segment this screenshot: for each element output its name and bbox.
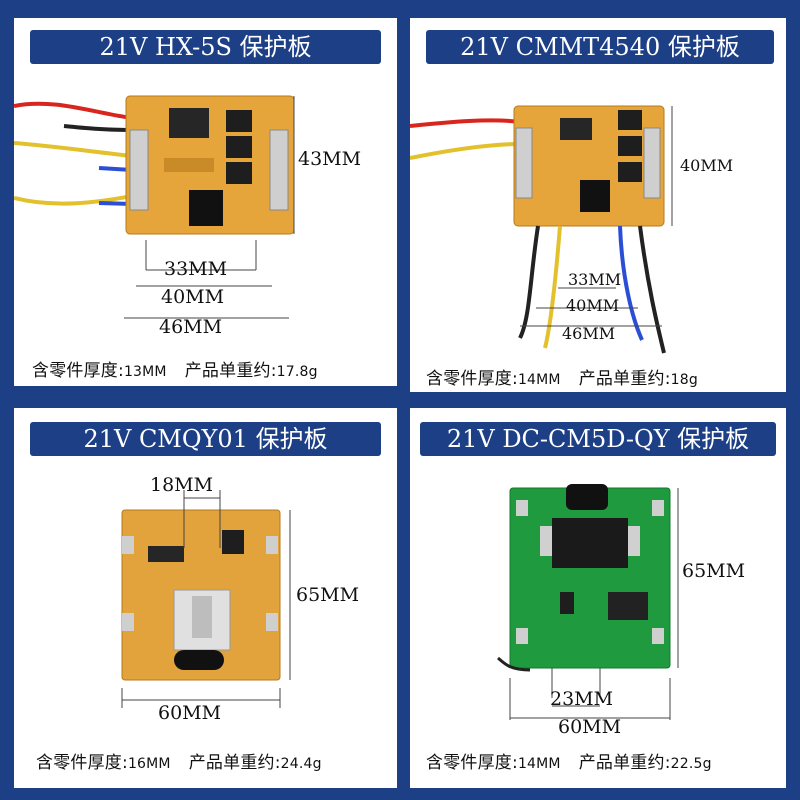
pcb-board-image [121, 490, 291, 708]
thickness-value: 13MM [123, 364, 167, 380]
thickness-label: 含零件厚度: [32, 361, 124, 381]
height-dimension: 40MM [680, 156, 734, 175]
pcb-board-image [410, 105, 673, 354]
weight-label: 产品单重约: [578, 753, 671, 773]
spec-footer: 含零件厚度:14MM 产品单重约:18g [426, 364, 698, 389]
width-dimension-outer: 60MM [158, 702, 222, 724]
thickness-value: 16MM [127, 756, 171, 772]
spec-footer: 含零件厚度:13MM 产品单重约:17.8g [32, 356, 318, 381]
width-dimension-outer: 46MM [562, 324, 616, 343]
height-dimension: 65MM [296, 584, 360, 606]
product-panel-cmqy01: 21V CMQY01 保护板 18MM 65MM 60MM 含零件厚度:16MM… [14, 408, 397, 788]
product-panel-hx5s: 21V HX-5S 保护板 43MM 33MM 40MM 46MM 含零件厚度:… [14, 18, 397, 386]
thickness-label: 含零件厚度: [426, 369, 518, 389]
pcb-board-image [14, 95, 295, 319]
weight-label: 产品单重约: [184, 361, 277, 381]
height-dimension: 65MM [682, 560, 746, 582]
width-dimension-middle: 40MM [566, 296, 620, 315]
panel-title: 21V CMQY01 保护板 [30, 422, 381, 456]
width-dimension-inner: 33MM [164, 258, 228, 280]
weight-value: 22.5g [670, 756, 712, 772]
width-dimension-outer: 46MM [159, 316, 223, 338]
thickness-value: 14MM [517, 756, 561, 772]
width-dimension-inner: 23MM [550, 688, 614, 710]
thickness-label: 含零件厚度: [36, 753, 128, 773]
panel-title: 21V DC-CM5D-QY 保护板 [420, 422, 776, 456]
spec-footer: 含零件厚度:16MM 产品单重约:24.4g [36, 748, 322, 773]
weight-value: 18g [670, 372, 698, 388]
height-dimension: 43MM [298, 148, 362, 170]
weight-label: 产品单重约: [188, 753, 281, 773]
product-panel-cmmt4540: 21V CMMT4540 保护板 40MM 33MM 40MM 46MM 含零件… [410, 18, 786, 392]
product-panel-dc-cm5d-qy: 21V DC-CM5D-QY 保护板 65MM 23MM 60MM 含零件厚度:… [410, 408, 786, 788]
pcb-board-image [497, 484, 679, 720]
thickness-value: 14MM [517, 372, 561, 388]
width-dimension-inner: 33MM [568, 270, 622, 289]
panel-title: 21V CMMT4540 保护板 [426, 30, 774, 64]
panel-title: 21V HX-5S 保护板 [30, 30, 381, 64]
weight-label: 产品单重约: [578, 369, 671, 389]
weight-value: 17.8g [276, 364, 318, 380]
spec-footer: 含零件厚度:14MM 产品单重约:22.5g [426, 748, 712, 773]
width-dimension-inner: 18MM [150, 474, 214, 496]
thickness-label: 含零件厚度: [426, 753, 518, 773]
width-dimension-middle: 40MM [161, 286, 225, 308]
weight-value: 24.4g [280, 756, 322, 772]
width-dimension-outer: 60MM [558, 716, 622, 738]
